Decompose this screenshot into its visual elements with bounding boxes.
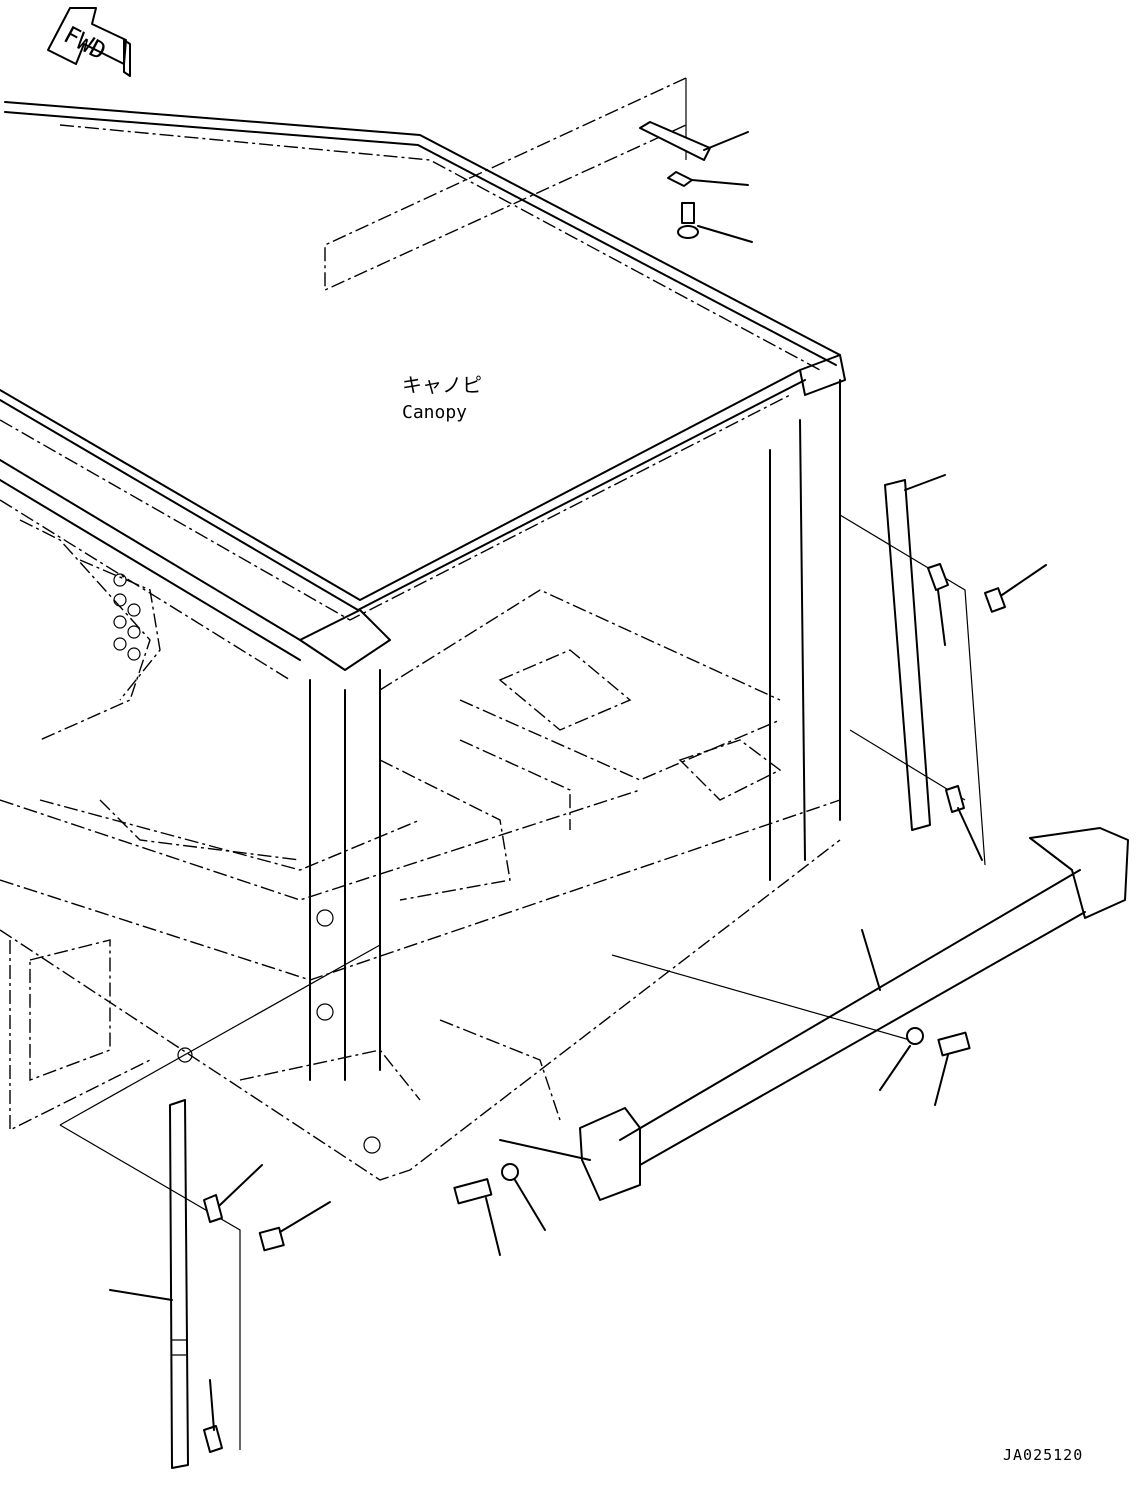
canopy-posts: [299, 354, 846, 1081]
lower-cover-plate: [453, 827, 1129, 1256]
canopy-label-en: Canopy: [402, 402, 467, 423]
roof-trim-detail: [324, 77, 753, 292]
frame-structure: [0, 519, 841, 1181]
fwd-arrow-icon: FWD: [47, 7, 131, 77]
drawing-number: JA025120: [1003, 1446, 1083, 1464]
canopy-label-jp: キャノピ: [402, 373, 482, 397]
right-trim-strip: [839, 474, 1047, 866]
left-trim-strip: [59, 944, 381, 1469]
